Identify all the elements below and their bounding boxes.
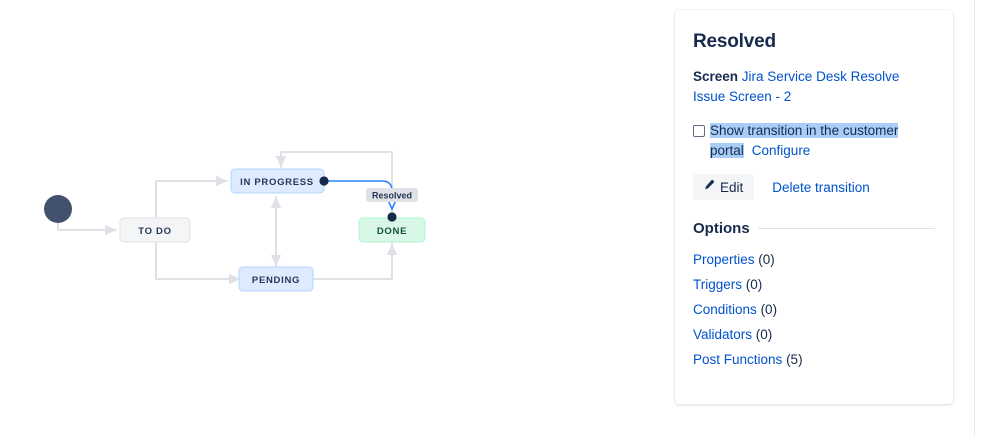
node-label-done: DONE [377, 226, 407, 237]
edge-pending-to-done[interactable] [311, 243, 398, 280]
pencil-icon [702, 179, 715, 195]
option-link-conditions[interactable]: Conditions [693, 302, 757, 317]
diagram-node-pending[interactable]: PENDING [238, 266, 314, 292]
edge-todo-to-inprogress[interactable] [155, 175, 228, 219]
screen-label: Screen [693, 69, 739, 84]
node-label-todo: TO DO [138, 226, 171, 237]
edit-button-label: Edit [720, 179, 744, 195]
option-link-validators[interactable]: Validators [693, 327, 753, 342]
option-link-properties[interactable]: Properties [693, 252, 755, 267]
option-link-triggers[interactable]: Triggers [693, 277, 743, 292]
edge-todo-to-pending[interactable] [155, 241, 241, 285]
options-divider [757, 228, 935, 229]
list-item: Post Functions (5) [693, 347, 935, 372]
option-count-triggers: (0) [745, 277, 763, 292]
node-label-pending: PENDING [252, 275, 300, 286]
list-item: Properties (0) [693, 247, 935, 272]
diagram-start-node[interactable] [44, 195, 72, 223]
show-transition-checkbox[interactable] [693, 125, 705, 137]
options-heading: Options [693, 220, 750, 237]
option-link-post-functions[interactable]: Post Functions [693, 352, 783, 367]
node-label-in-progress: IN PROGRESS [240, 177, 314, 188]
diagram-node-in-progress[interactable]: IN PROGRESS [230, 168, 325, 194]
edge-handle-target[interactable] [387, 212, 397, 222]
screen-row: Screen Jira Service Desk Resolve Issue S… [693, 67, 935, 107]
workflow-diagram[interactable]: TO DO IN PROGRESS PENDING DONE [0, 0, 660, 437]
edge-loop-to-inprogress[interactable] [275, 151, 393, 213]
edit-button[interactable]: Edit [693, 174, 755, 200]
screen-link[interactable]: Jira Service Desk Resolve Issue Screen -… [693, 69, 900, 104]
edge-label-resolved-text: Resolved [372, 191, 412, 201]
list-item: Validators (0) [693, 322, 935, 347]
list-item: Triggers (0) [693, 272, 935, 297]
delete-transition-link[interactable]: Delete transition [772, 179, 870, 195]
transition-detail-panel: Resolved Screen Jira Service Desk Resolv… [675, 10, 953, 404]
list-item: Conditions (0) [693, 297, 935, 322]
diagram-node-done[interactable]: DONE [358, 217, 426, 243]
option-count-properties: (0) [758, 252, 775, 267]
option-count-validators: (0) [755, 327, 773, 342]
edge-handle-source[interactable] [319, 176, 329, 186]
diagram-node-todo[interactable]: TO DO [119, 217, 191, 243]
page-title: Resolved [693, 31, 776, 52]
edge-label-resolved[interactable]: Resolved [366, 188, 418, 202]
options-heading-row: Options [693, 220, 935, 237]
page-right-divider [974, 0, 975, 437]
configure-link[interactable]: Configure [751, 143, 811, 158]
option-count-post-functions: (5) [786, 352, 803, 367]
options-list: Properties (0) Triggers (0) Conditions (… [693, 247, 935, 372]
transition-actions: Edit Delete transition [693, 174, 935, 200]
option-count-conditions: (0) [760, 302, 778, 317]
